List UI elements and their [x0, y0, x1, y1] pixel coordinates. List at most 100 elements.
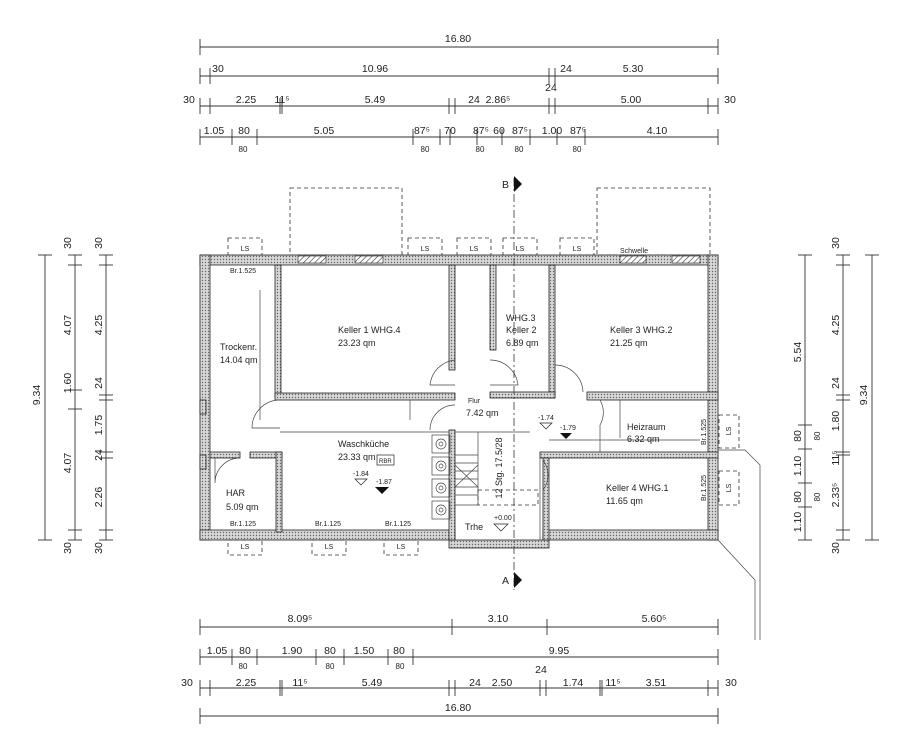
dimension-label: 5.00: [621, 94, 642, 106]
dimension-label: 11⁵: [292, 677, 307, 689]
dimension-label: 80: [792, 430, 804, 442]
room-area: 23.23 qm: [338, 338, 376, 348]
window-well: [502, 237, 538, 256]
dimension-label: 5.54: [792, 342, 804, 363]
chimneys: [431, 434, 451, 520]
window-label: LS: [470, 246, 479, 253]
dimension-ticks: [38, 39, 879, 724]
threshold-label: Schwelle: [620, 248, 648, 255]
dimension-label: 87⁵: [512, 125, 528, 137]
dimension-label: 1.05: [204, 125, 225, 137]
dimension-label: 1.60: [62, 373, 74, 394]
dimension-label: 80: [239, 662, 248, 671]
dimension-label: 2.25: [236, 677, 257, 689]
dimension-label: 4.25: [830, 315, 842, 336]
dimension-label: 4.10: [647, 125, 668, 137]
window-well: [227, 539, 263, 556]
room-name: WHG.3: [506, 313, 536, 323]
dimension-label: 30: [830, 237, 842, 249]
dimension-label: 80: [515, 145, 524, 154]
window-label: LS: [325, 544, 334, 551]
dimension-label: 80: [396, 662, 405, 671]
window-width: Br.1.525: [701, 419, 708, 445]
window-label: LS: [421, 246, 430, 253]
room-area: 5.09 qm: [226, 502, 259, 512]
window-well: [227, 237, 263, 256]
dimension-label: 24: [535, 664, 547, 676]
dimension-label: 5.49: [365, 94, 386, 106]
dimension-label: 80: [393, 645, 405, 657]
dimension-label: 1.74: [563, 677, 584, 689]
dimension-label: 30: [93, 542, 105, 554]
room-labels: Trockenr. 14.04 qm Keller 1 WHG.4 23.23 …: [220, 248, 708, 532]
room-name: Trockenr.: [220, 342, 257, 352]
room-name: Keller 1 WHG.4: [338, 325, 401, 335]
dimension-label: 24: [468, 94, 480, 106]
dimension-label: 4.07: [62, 453, 74, 474]
dimension-label: 1.75: [93, 415, 105, 436]
light-well-left: [289, 187, 403, 256]
room-area: 23.33 qm: [338, 452, 376, 462]
dimension-label: 24: [545, 82, 557, 94]
window-width: Br.1.525: [230, 268, 256, 275]
dimension-label: 9.34: [858, 385, 870, 406]
window-well: [456, 237, 492, 256]
stair-label: 12 Stg. 17.5/28: [494, 437, 504, 498]
dimension-label: 80: [792, 491, 804, 503]
level-mark: +0.00: [494, 515, 512, 522]
window-well: [311, 539, 347, 556]
room-area: 14.04 qm: [220, 355, 258, 365]
dimension-label: 11⁵: [830, 450, 842, 465]
hatched-sills: [297, 255, 701, 264]
dimension-label: 11⁵: [274, 94, 289, 106]
window-well: [559, 237, 595, 256]
dimension-label: 30: [724, 94, 736, 106]
dimension-label: 30: [830, 542, 842, 554]
level-mark: -1.87: [376, 479, 392, 486]
dimension-label: 80: [239, 645, 251, 657]
dimension-label: 24: [830, 377, 842, 389]
window-label: LS: [726, 426, 733, 435]
level-mark: -1.79: [560, 425, 576, 432]
staircase: [454, 431, 539, 506]
room-area: 6.32 qm: [627, 434, 660, 444]
dimension-label: 9.95: [549, 645, 570, 657]
room-name: Heizraum: [627, 422, 666, 432]
dimension-label: 87⁵: [473, 125, 489, 137]
window-label: LS: [241, 544, 250, 551]
dimension-label: 16.80: [445, 702, 471, 714]
dimension-label: 30: [62, 542, 74, 554]
dimension-label: 30: [62, 237, 74, 249]
dimension-label: 1.05: [207, 645, 228, 657]
dimension-lines: [44, 46, 873, 717]
window-width: Br.1.125: [230, 521, 256, 528]
window-label: LS: [241, 246, 250, 253]
window-width: Br.1.125: [385, 521, 411, 528]
window-label: LS: [573, 246, 582, 253]
dimension-label: 2.50: [492, 677, 513, 689]
door-swings: [214, 290, 761, 640]
dimension-label: 30: [725, 677, 737, 689]
room-name: Waschküche: [338, 439, 389, 449]
dimension-label: 5.49: [362, 677, 383, 689]
room-area: 6.89 qm: [506, 338, 539, 348]
light-well-right: [596, 187, 711, 256]
dimension-label: 80: [476, 145, 485, 154]
room-name: HAR: [226, 488, 246, 498]
dimension-label: 80: [326, 662, 335, 671]
dimension-label: 80: [239, 145, 248, 154]
window-well: [718, 470, 740, 506]
dimension-label: 30: [93, 237, 105, 249]
dimension-label: 30: [181, 677, 193, 689]
dimension-label: 2.86⁵: [486, 94, 511, 106]
dimension-label: 5.60⁵: [642, 613, 667, 625]
dimension-label: 87⁵: [414, 125, 430, 137]
dimension-label: 10.96: [362, 63, 388, 75]
dimension-label: 1.80: [830, 411, 842, 432]
dimension-label: 24: [469, 677, 481, 689]
room-name: Flur: [468, 398, 481, 405]
landing-label: Trhe: [465, 522, 483, 532]
section-label-b: B: [502, 179, 509, 191]
